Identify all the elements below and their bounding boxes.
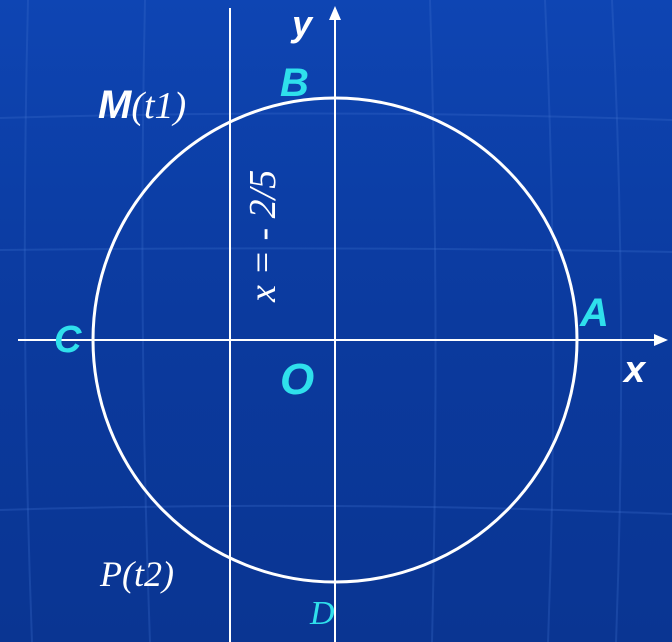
point-m-letter: M [98,83,133,127]
y-axis-label: y [290,3,314,44]
vertical-line-label: x = - 2/5 [242,170,284,303]
point-p-label: P(t2) [99,554,174,594]
x-axis-label: x [622,349,647,391]
x-axis-arrow-icon [654,334,668,346]
point-a-label: A [579,291,609,335]
point-c-label: C [54,319,82,361]
point-d-label: D [309,595,335,632]
point-p-letter: P [99,554,122,594]
point-m-label: M(t1) [98,83,186,127]
point-p-param: (t2) [122,554,174,594]
origin-label: O [280,355,314,404]
unit-circle [91,96,579,584]
point-m-param: (t1) [131,85,186,127]
point-b-label: B [280,61,309,105]
y-axis-arrow-icon [329,6,341,20]
